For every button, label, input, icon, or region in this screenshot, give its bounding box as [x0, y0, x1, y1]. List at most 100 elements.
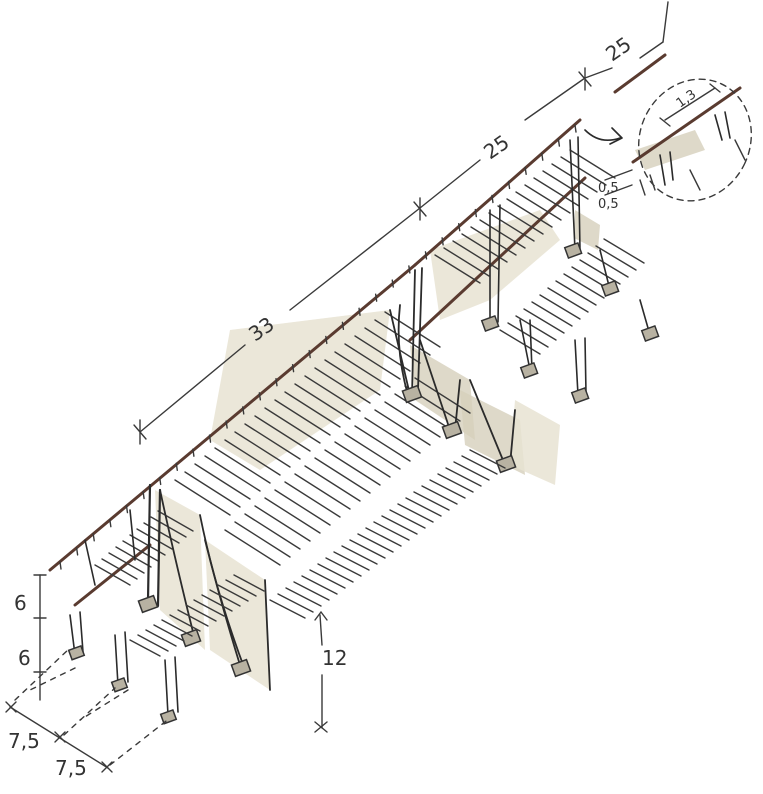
- rafter: [264, 407, 321, 444]
- purlin-tick: [175, 462, 178, 472]
- purlin-tick: [408, 265, 411, 274]
- rafter: [470, 226, 517, 256]
- ground-hatch-line: [293, 581, 330, 601]
- rafter: [244, 423, 301, 460]
- dim-detail-gap-2: 0,5: [598, 197, 619, 212]
- dim-detail-width: 1,3: [674, 87, 700, 111]
- dim-base-depth-2: 7,5: [55, 756, 87, 780]
- dim-25: 25: [479, 130, 514, 164]
- ground-hatch-line: [285, 587, 322, 607]
- rafter: [364, 417, 421, 454]
- rafter: [224, 439, 281, 476]
- rafter: [542, 170, 589, 200]
- ground-hatch-line: [309, 569, 346, 589]
- rafter: [157, 510, 194, 532]
- rafter: [254, 505, 311, 542]
- rafter: [524, 184, 571, 214]
- purlin-tick: [92, 533, 95, 542]
- rafter: [523, 308, 565, 334]
- rafter: [204, 455, 261, 492]
- ground-hatch-line: [225, 579, 257, 597]
- rafter: [595, 245, 637, 271]
- ground-hatch-line: [193, 599, 225, 617]
- rafter: [344, 433, 401, 470]
- ground-hatch-line: [325, 557, 362, 577]
- rafter: [539, 294, 581, 320]
- purlin-tick: [541, 152, 544, 161]
- rafter: [184, 471, 241, 508]
- purlin-tick: [358, 307, 361, 316]
- ground-hatch-line: [301, 575, 338, 595]
- rafter: [274, 399, 331, 436]
- purlin-tick: [491, 194, 494, 204]
- purlin-tick: [458, 222, 461, 232]
- rafter: [603, 238, 645, 264]
- rafter: [304, 375, 361, 412]
- ground-hatch-line: [421, 485, 458, 505]
- shading-washes: [155, 130, 705, 690]
- rafter: [515, 191, 562, 221]
- rafter: [507, 322, 549, 348]
- rafter: [101, 558, 138, 580]
- purlin-tick: [557, 138, 561, 147]
- purlin-tick: [242, 406, 245, 415]
- ground-hatch-line: [145, 629, 177, 647]
- rafter: [115, 546, 152, 568]
- ground-hatch-line: [437, 473, 474, 493]
- ground-hatch-line: [201, 594, 233, 612]
- ground-hatch-line: [405, 497, 442, 517]
- rafter: [587, 252, 629, 278]
- rafter: [274, 489, 331, 526]
- purlin-tick: [424, 251, 428, 260]
- purlin-tick: [109, 519, 112, 528]
- rafter: [294, 473, 351, 510]
- ground-hatch-line: [333, 551, 370, 571]
- rafter: [136, 528, 173, 550]
- rafter: [108, 552, 145, 574]
- rafter: [324, 359, 381, 396]
- rafter: [497, 205, 544, 235]
- ground-hatch: [129, 449, 506, 657]
- ground-hatch-line: [461, 455, 498, 475]
- dim-25-right: 25: [601, 32, 636, 66]
- ground-hatch-line: [177, 609, 209, 627]
- rafter: [304, 465, 361, 502]
- purlin-tick: [225, 420, 228, 429]
- rafter: [314, 457, 371, 494]
- rafter: [94, 564, 131, 586]
- rafter: [533, 177, 580, 207]
- rafter: [560, 156, 607, 186]
- rafter: [174, 479, 231, 516]
- frames: [69, 136, 651, 716]
- rafter: [324, 449, 381, 486]
- rafter: [579, 259, 621, 285]
- rafter: [531, 301, 573, 327]
- purlin-tick: [474, 208, 478, 218]
- rafter: [515, 315, 557, 341]
- ground-hatch-line: [217, 584, 249, 602]
- purlin-tick: [59, 561, 62, 570]
- purlin-tick: [192, 448, 195, 457]
- rafter: [555, 280, 597, 306]
- purlin-tick: [258, 392, 262, 401]
- ground-hatch-line: [397, 503, 434, 523]
- ground-hatch-line: [169, 614, 201, 632]
- rafter: [384, 311, 441, 348]
- rafter: [194, 463, 251, 500]
- purlin-tick: [341, 321, 345, 331]
- ground-hatch-line: [365, 527, 402, 547]
- purlin-ticks: [59, 124, 577, 570]
- rafter: [479, 219, 526, 249]
- ground-hatch-line: [185, 604, 217, 622]
- ground-hatch-line: [137, 634, 169, 652]
- ground-hatch-line: [357, 533, 394, 553]
- rafter: [499, 329, 541, 355]
- ground-hatch-line: [413, 491, 450, 511]
- dim-base-depth-1: 7,5: [8, 729, 40, 753]
- ground-hatch-line: [209, 589, 241, 607]
- ground-hatch-line: [429, 479, 466, 499]
- purlin-tick: [374, 293, 378, 302]
- rafter: [122, 540, 159, 562]
- purlin-tick: [524, 166, 527, 175]
